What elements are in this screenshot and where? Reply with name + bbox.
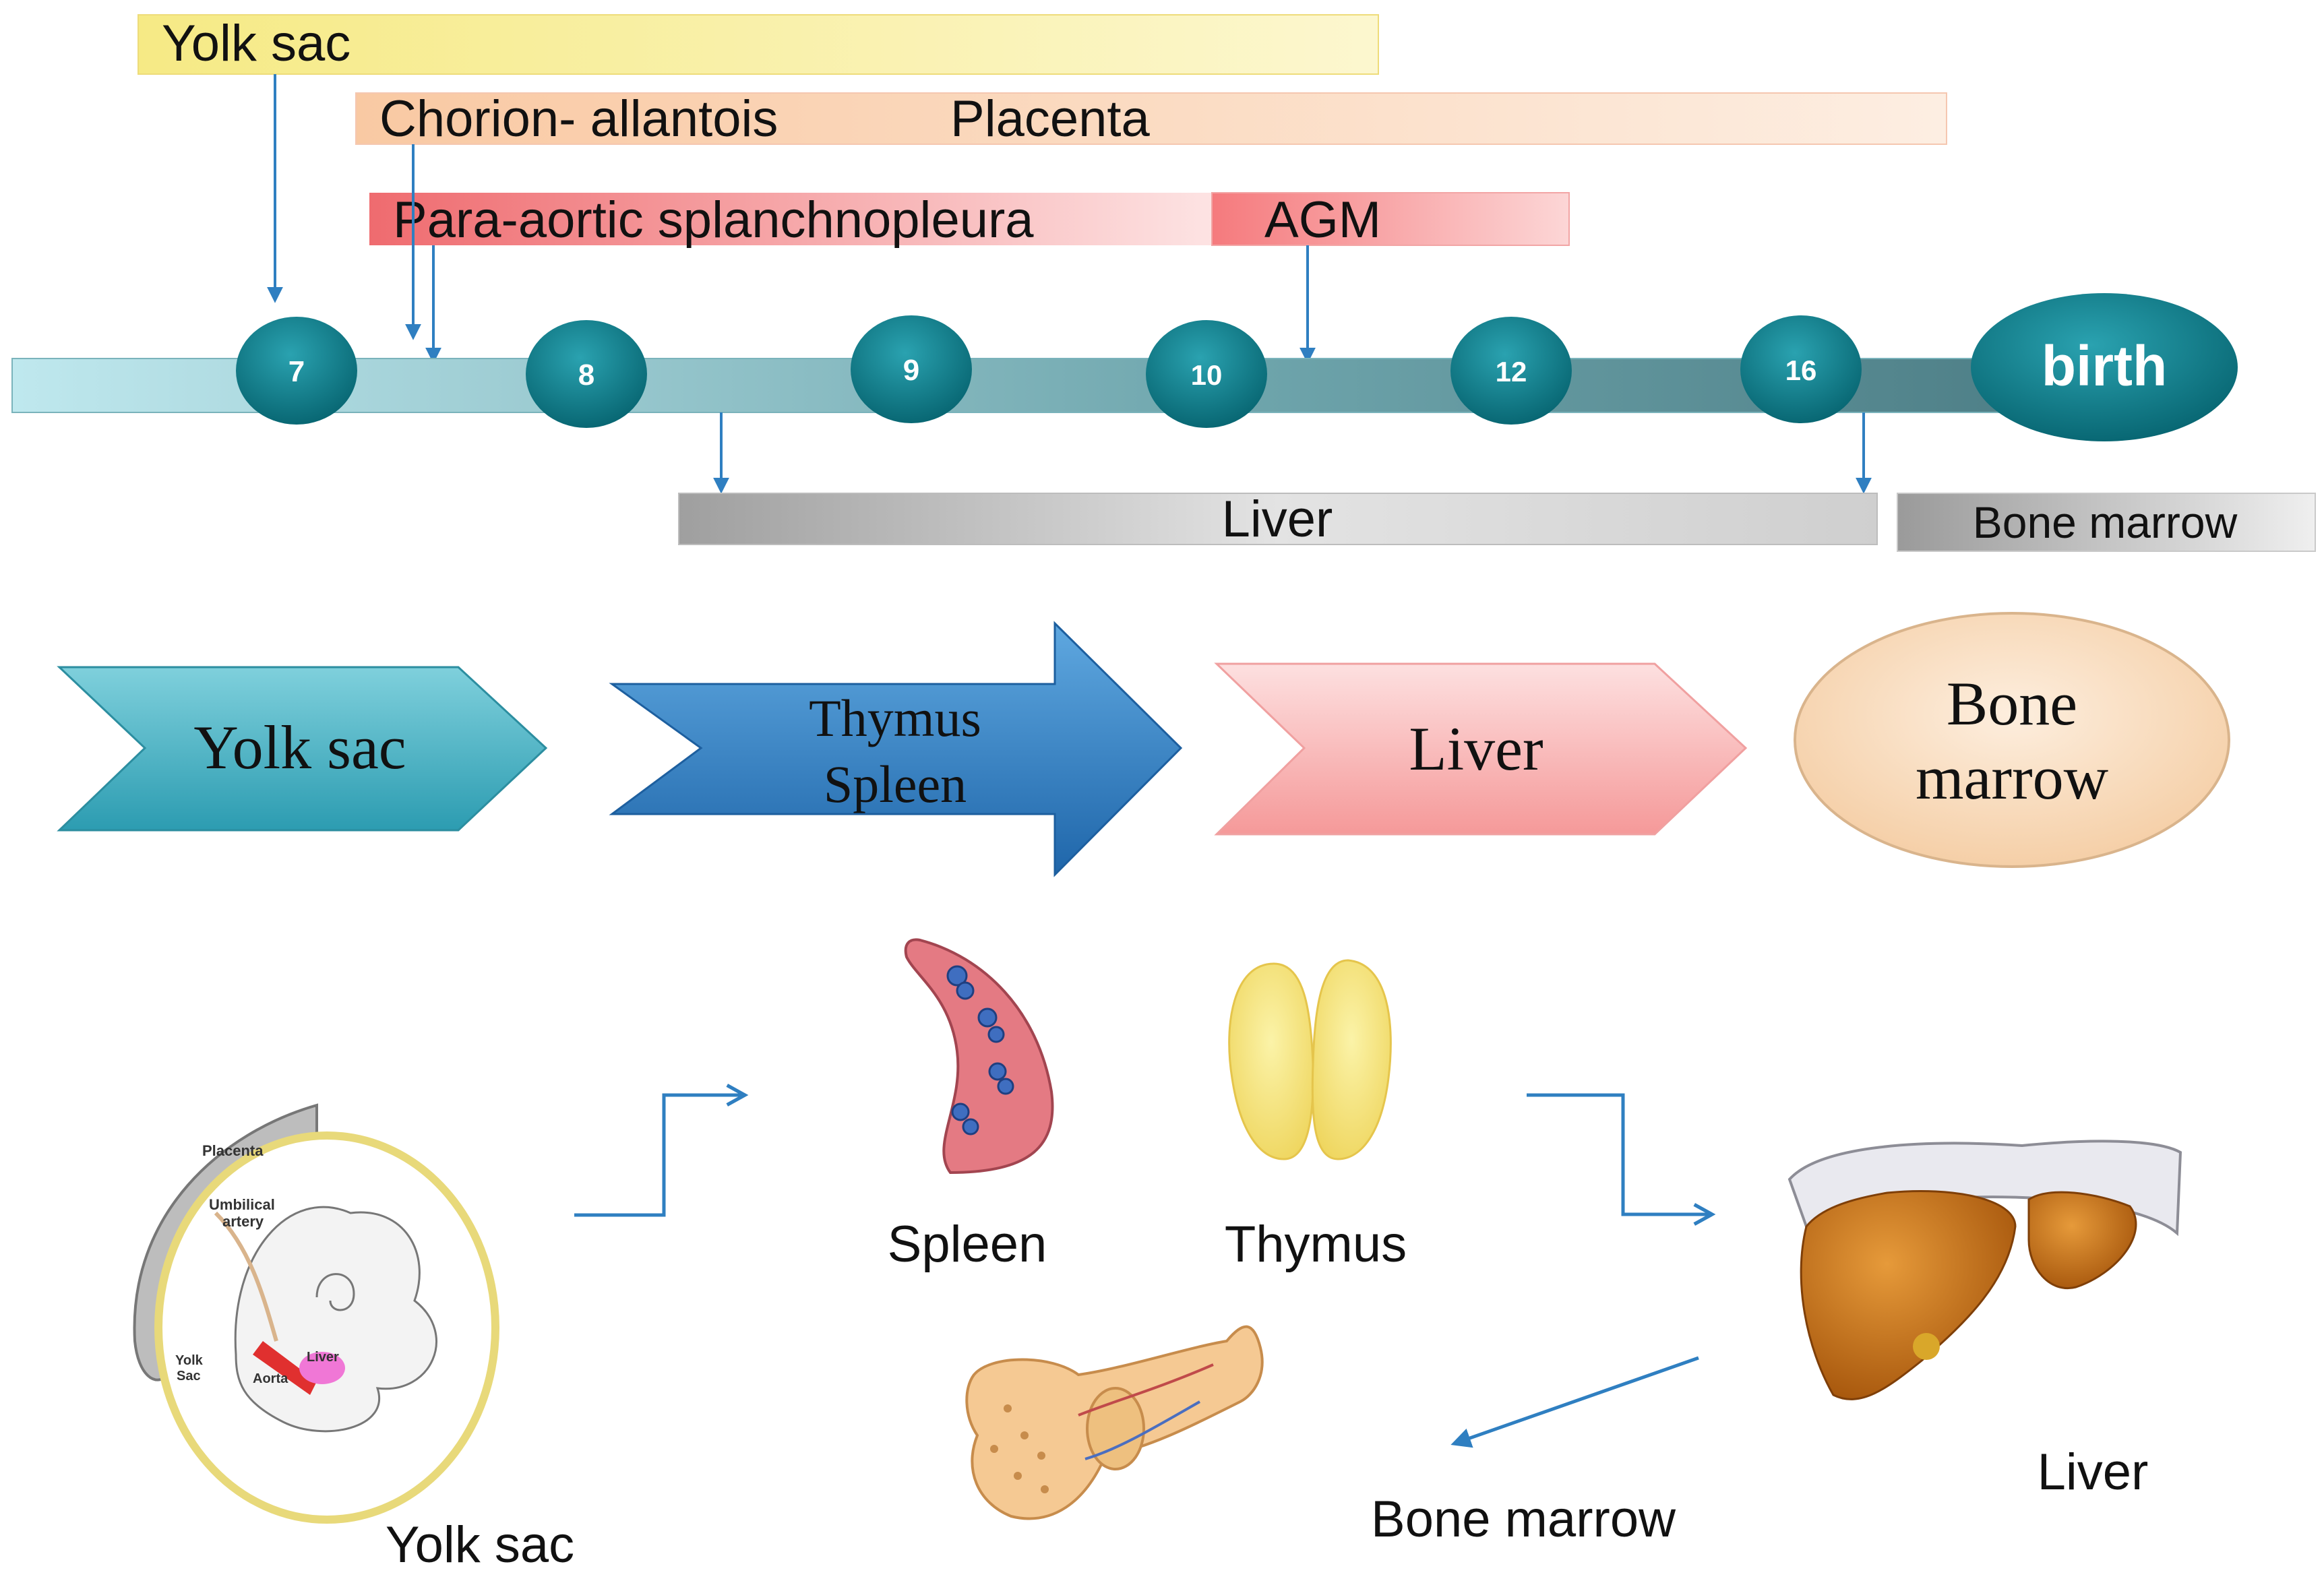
thymus-illustration [1228,959,1392,1160]
svg-text:9: 9 [903,354,919,387]
bone-illustration [965,1325,1264,1520]
svg-text:16: 16 [1785,354,1817,386]
svg-text:Spleen: Spleen [824,755,967,813]
svg-text:birth: birth [2042,334,2168,398]
svg-text:8: 8 [578,359,594,392]
arrow-to-liver [1527,1093,1716,1226]
svg-text:Yolk sac: Yolk sac [193,713,406,782]
oval-bone-marrow: Bone marrow [1794,612,2230,868]
chevron-thymus-spleen: Thymus Spleen [609,621,1183,877]
arrow-to-bone-marrow [1450,1356,1699,1448]
svg-text:Liver: Liver [1409,714,1543,783]
agm-band [1211,192,1570,246]
embryo-label-yolk: Yolk [175,1353,204,1368]
svg-text:7: 7 [288,355,305,388]
stage-node-10: 10 [1146,320,1267,428]
embryo-label-umbilical: Umbilical [209,1196,275,1213]
bone-marrow-band [1897,493,2316,552]
stage-node-birth: birth [1971,293,2238,441]
liver-band-label: Liver [1222,491,1333,548]
yolk-sac-band [137,14,1379,75]
sequence-row: Yolk sac Thymus Spleen Liver Bone marrow [57,612,2230,877]
agm-label: AGM [1264,191,1381,249]
para-aortic-band [369,193,1212,245]
chorion-allantois-label: Chorion- allantois [379,90,778,148]
timeline: Yolk sac Chorion- allantois Placenta Par… [11,14,2316,552]
chevron-yolk-sac: Yolk sac [57,666,548,832]
embryo-label-placenta: Placenta [202,1142,264,1159]
svg-text:marrow: marrow [1916,743,2109,812]
svg-text:Thymus: Thymus [809,689,981,747]
embryo-illustration: Placenta Umbilical artery Yolk Sac Aorta… [133,1103,499,1524]
stage-node-8: 8 [526,320,647,428]
stage-node-9: 9 [851,315,972,423]
placenta-band [355,92,1947,145]
svg-text:10: 10 [1191,359,1223,391]
svg-text:12: 12 [1496,356,1527,387]
liver-caption: Liver [2038,1443,2149,1501]
thymus-caption: Thymus [1225,1216,1407,1273]
liver-band [678,493,1878,545]
arrow-to-spleen-thymus [574,1084,749,1217]
spleen-caption: Spleen [888,1216,1047,1273]
embryo-label-sac: Sac [177,1369,201,1384]
embryo-label-liver: Liver [307,1350,339,1365]
bone-marrow-caption: Bone marrow [1371,1491,1676,1548]
chevron-liver: Liver [1214,662,1748,836]
liver-illustration [1787,1140,2182,1400]
placenta-label: Placenta [950,90,1150,148]
stage-node-12: 12 [1450,317,1572,425]
para-aortic-label: Para-aortic splanchnopleura [393,191,1034,249]
stage-node-16: 16 [1740,315,1862,423]
spleen-illustration [904,938,1054,1175]
stage-node-7: 7 [236,317,357,425]
yolk-sac-band-label: Yolk sac [162,15,350,72]
embryo-label-artery: artery [222,1213,264,1230]
svg-text:Bone: Bone [1947,669,2077,738]
embryo-label-aorta: Aorta [253,1371,288,1386]
bone-marrow-band-label: Bone marrow [1973,497,2238,547]
yolk-sac-caption: Yolk sac [386,1516,574,1574]
